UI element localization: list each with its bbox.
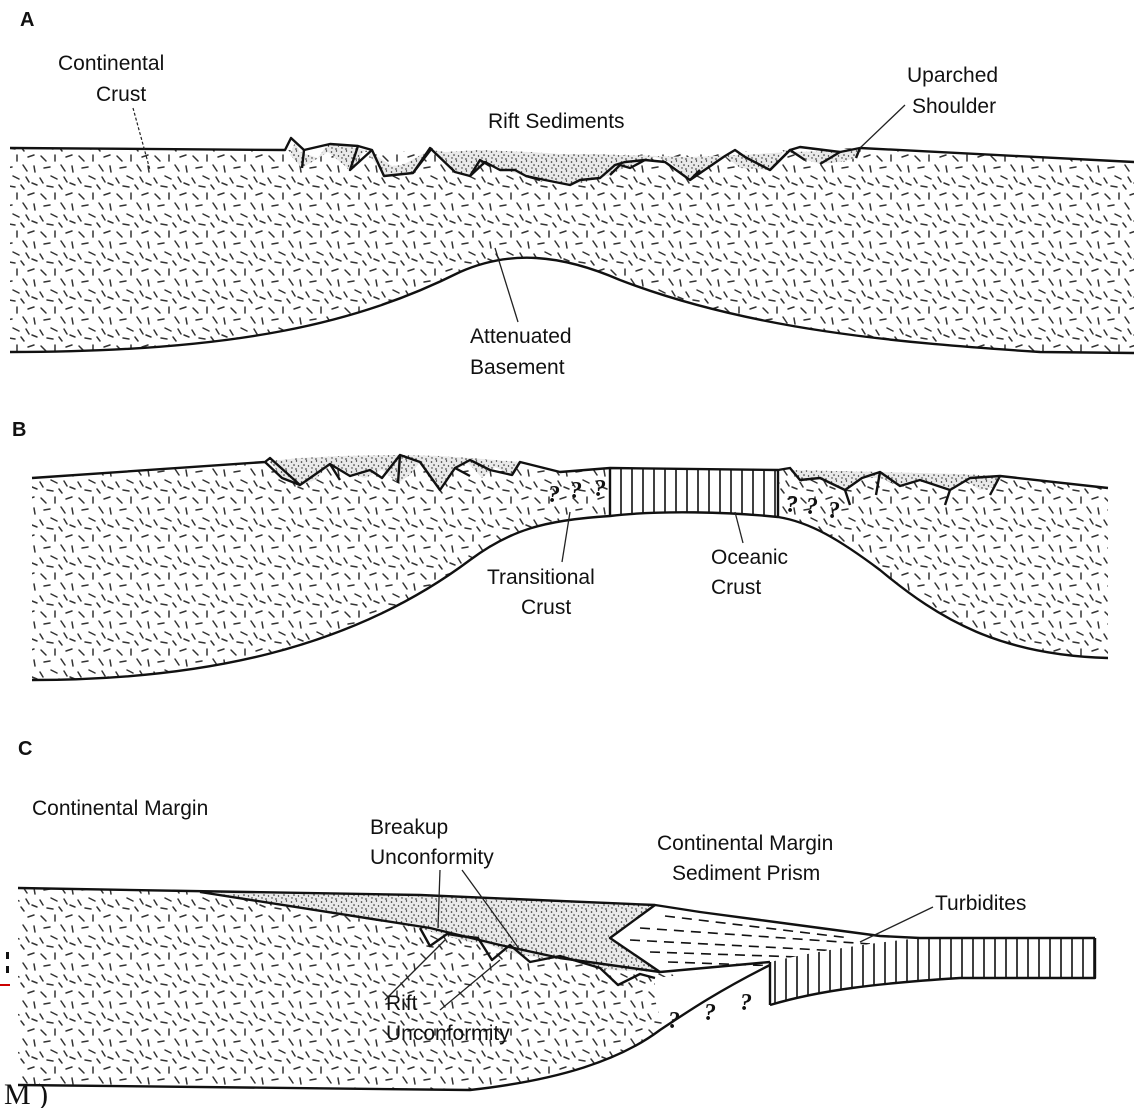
attenuated-basement-line-2: Basement bbox=[470, 356, 565, 379]
continental-crust-line-1: Continental bbox=[58, 52, 164, 75]
question-mark: ? bbox=[786, 492, 798, 518]
attenuated-basement-label: Attenuated Basement bbox=[470, 325, 577, 379]
uparched-shoulder-line-2: Shoulder bbox=[912, 95, 996, 118]
breakup-unconformity-line-1: Breakup bbox=[370, 816, 448, 839]
rift-unconformity-line-2: Unconformity bbox=[386, 1022, 510, 1045]
turbidites-label: Turbidites bbox=[935, 892, 1026, 915]
continental-crust-label: Continental Crust bbox=[58, 52, 170, 106]
oceanic-crust-b bbox=[610, 468, 778, 517]
corner-fragment: M ) bbox=[4, 1078, 48, 1108]
rift-sediments-label: Rift Sediments bbox=[488, 110, 625, 133]
oceanic-crust-leader bbox=[735, 512, 743, 543]
breakup-unconformity-line-2: Unconformity bbox=[370, 846, 494, 869]
transitional-crust-label: Transitional Crust bbox=[487, 566, 601, 619]
panel-a-label: A bbox=[20, 9, 34, 31]
edge-marks bbox=[0, 952, 10, 986]
edge-mark-red bbox=[0, 984, 10, 986]
uparched-shoulder-line-1: Uparched bbox=[907, 64, 998, 87]
transitional-crust-line-1: Transitional bbox=[487, 566, 595, 589]
margin-prism-line-1: Continental Margin bbox=[657, 832, 833, 855]
panel-b-label: B bbox=[12, 419, 26, 441]
question-mark: ? bbox=[806, 494, 818, 520]
question-mark: ? bbox=[828, 498, 840, 524]
rift-unconformity-line-1: Rift bbox=[386, 992, 418, 1015]
attenuated-basement-line-1: Attenuated bbox=[470, 325, 572, 348]
panel-b: B ? ? ? ? ? ? Transitional Crust Oceanic… bbox=[12, 419, 1108, 680]
panel-c-label: C bbox=[18, 738, 32, 760]
oceanic-crust-line-2: Crust bbox=[711, 576, 761, 599]
continental-margin-label: Continental Margin bbox=[32, 797, 208, 820]
margin-prism-label: Continental Margin Sediment Prism bbox=[657, 832, 839, 885]
oceanic-crust-label: Oceanic Crust bbox=[711, 546, 794, 599]
margin-prism-line-2: Sediment Prism bbox=[672, 862, 820, 885]
panel-c: C Continental Margin ? ? ? Breakup bbox=[18, 738, 1095, 1090]
panel-a: A Continental Crust Rift Sediments Uparc… bbox=[10, 9, 1134, 379]
question-mark: ? bbox=[704, 1000, 716, 1026]
question-mark: ? bbox=[740, 990, 752, 1016]
uparched-shoulder-leader bbox=[860, 105, 905, 148]
question-mark: ? bbox=[570, 478, 582, 504]
oceanic-crust-line-1: Oceanic bbox=[711, 546, 788, 569]
question-mark: ? bbox=[668, 1008, 680, 1034]
question-mark: ? bbox=[548, 482, 560, 508]
transitional-crust-line-2: Crust bbox=[521, 596, 571, 619]
uparched-shoulder-label: Uparched Shoulder bbox=[907, 64, 1004, 118]
continental-crust-line-2: Crust bbox=[96, 83, 146, 106]
question-mark: ? bbox=[594, 476, 606, 502]
breakup-unconformity-label: Breakup Unconformity bbox=[370, 816, 494, 869]
